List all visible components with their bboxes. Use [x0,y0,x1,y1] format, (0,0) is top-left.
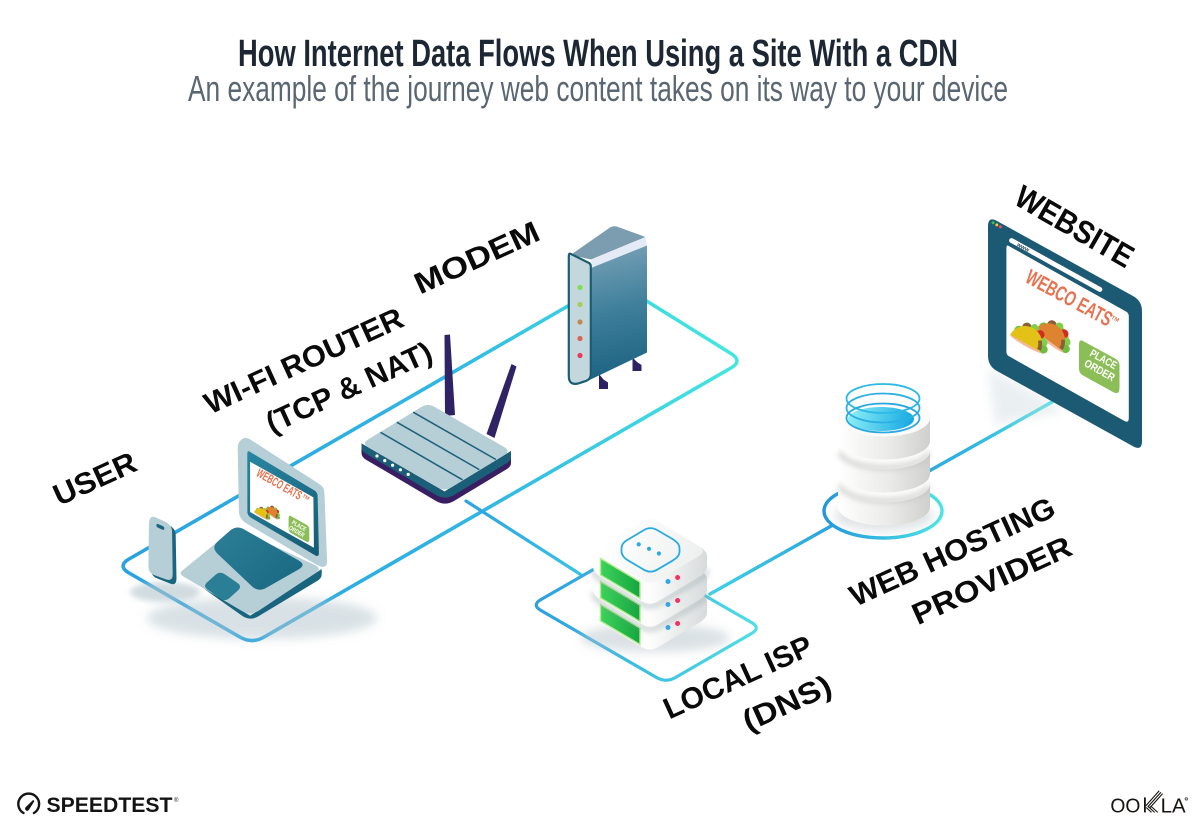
svg-text:WWW: WWW [1016,242,1030,253]
svg-text:TM: TM [1110,315,1120,324]
svg-text:®: ® [174,797,179,804]
svg-text:OO: OO [1110,794,1140,817]
svg-text:How Internet Data Flows When U: How Internet Data Flows When Using a Sit… [238,33,958,75]
svg-text:SPEEDTEST: SPEEDTEST [47,794,173,817]
svg-text:MODEM: MODEM [409,216,545,302]
svg-text:TM: TM [301,493,310,502]
svg-text:USER: USER [48,446,142,513]
svg-text:R: R [1185,797,1188,801]
svg-text:LA: LA [1161,794,1186,817]
svg-text:An example of the journey web: An example of the journey web content ta… [188,68,1008,109]
